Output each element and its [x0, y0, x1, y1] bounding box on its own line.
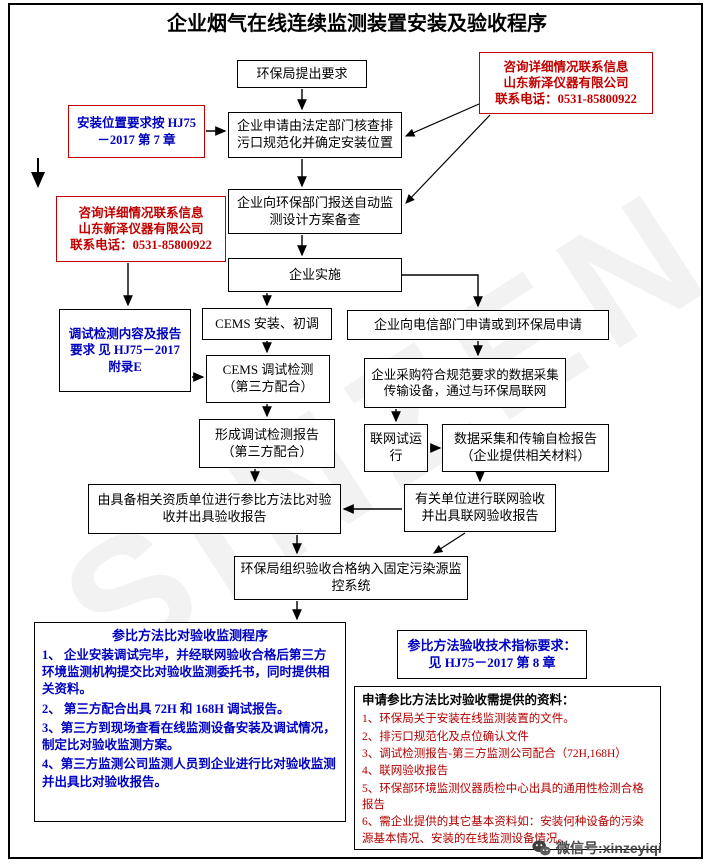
- page-border: [8, 3, 703, 859]
- materials-list: 1、环保局关于安装在线监测装置的文件。 2、排污口规范化及点位确认文件 3、调试检测…: [362, 711, 653, 848]
- list-item: 3、调试检测报告-第三方监测公司配合（72H,168H）: [362, 747, 627, 760]
- procedure-box: 参比方法比对验收监测程序 1、 企业安装调试完毕，并经联网验收合格后第三方环境监…: [34, 622, 346, 822]
- contact-line: 联系电话：0531-85800922: [70, 238, 212, 253]
- contact-line: 山东新泽仪器有限公司: [503, 75, 629, 90]
- list-item: 1、 企业安装调试完毕，并经联网验收合格后第三方环境监测机构提交比对验收监测委托…: [42, 647, 330, 697]
- node-self-check-report: 数据采集和传输自检报告（企业提供相关材料）: [442, 424, 609, 472]
- node-enterprise-apply: 企业申请由法定部门核查排污口规范化并确定安装位置: [228, 112, 402, 158]
- note-tech-index: 参比方法验收技术指标要求：见 HJ75－2017 第 8 章: [397, 630, 587, 679]
- contact-line: 咨询详细情况联系信息: [503, 59, 629, 74]
- list-item: 2、 第三方配合出具 72H 和 168H 调试报告。: [42, 701, 290, 716]
- list-item: 5、环保部环境监测仪器质检中心出具的通用性检测合格报告: [362, 782, 644, 811]
- list-item: 4、第三方监测公司监测人员到企业进行比对验收监测并出具比对验收报告。: [42, 757, 336, 789]
- list-item: 3、第三方到现场查看在线监测设备安装及调试情况，制定比对验收监测方案。: [42, 720, 336, 753]
- wechat-icon: [532, 839, 551, 857]
- list-item: 4、联网验收报告: [362, 765, 449, 778]
- procedure-title: 参比方法比对验收监测程序: [111, 628, 268, 643]
- node-network-acceptance: 有关单位进行联网验收并出具联网验收报告: [404, 484, 556, 532]
- node-network-trial: 联网试运行: [364, 424, 428, 472]
- node-cems-install: CEMS 安装、初调: [202, 308, 332, 340]
- node-cems-debug: CEMS 调试检测（第三方配合）: [206, 355, 330, 403]
- contact-info-left: 咨询详细情况联系信息 山东新泽仪器有限公司 联系电话：0531-85800922: [56, 196, 226, 262]
- node-comparison-acceptance: 由具备相关资质单位进行参比方法比对验收并出具验收报告: [88, 484, 341, 534]
- page-title: 企业烟气在线连续监测装置安装及验收程序: [167, 13, 547, 35]
- node-implement: 企业实施: [228, 258, 402, 292]
- materials-title: 申请参比方法比对验收需提供的资料：: [362, 693, 575, 707]
- node-env-bureau-request: 环保局提出要求: [237, 60, 367, 88]
- contact-line: 联系电话：0531-85800922: [495, 92, 637, 107]
- wechat-id-text: 微信号:xinzeyiqi: [556, 840, 662, 856]
- contact-line: 山东新泽仪器有限公司: [78, 221, 204, 236]
- wechat-footer: 微信号:xinzeyiqi: [532, 838, 662, 858]
- node-debug-report: 形成调试检测报告（第三方配合）: [199, 419, 335, 468]
- list-item: 2、排污口规范化及点位确认文件: [362, 730, 529, 743]
- contact-line: 咨询详细情况联系信息: [78, 205, 204, 220]
- node-submit-plan: 企业向环保部门报送自动监测设计方案备查: [228, 189, 402, 234]
- node-final-acceptance: 环保局组织验收合格纳入固定污染源监控系统: [234, 556, 468, 600]
- note-debug-requirements: 调试检测内容及报告要求 见 HJ75－2017附录E: [59, 309, 191, 392]
- contact-info-top: 咨询详细情况联系信息 山东新泽仪器有限公司 联系电话：0531-85800922: [479, 52, 653, 114]
- list-item: 6、需企业提供的其它基本资料如：安装何种设备的污染源基本情况、安装的在线监测设备…: [362, 816, 644, 845]
- node-telecom-apply: 企业向电信部门申请或到环保局申请: [347, 310, 609, 340]
- list-item: 1、环保局关于安装在线监测装置的文件。: [362, 713, 575, 726]
- materials-box: 申请参比方法比对验收需提供的资料： 1、环保局关于安装在线监测装置的文件。 2、排…: [354, 686, 661, 850]
- node-purchase-equipment: 企业采购符合规范要求的数据采集传输设备，通过与环保局联网: [364, 358, 566, 408]
- procedure-list: 1、 企业安装调试完毕，并经联网验收合格后第三方环境监测机构提交比对验收监测委托…: [42, 647, 338, 793]
- note-install-position: 安装位置要求按 HJ75－2017 第 7 章: [68, 105, 205, 158]
